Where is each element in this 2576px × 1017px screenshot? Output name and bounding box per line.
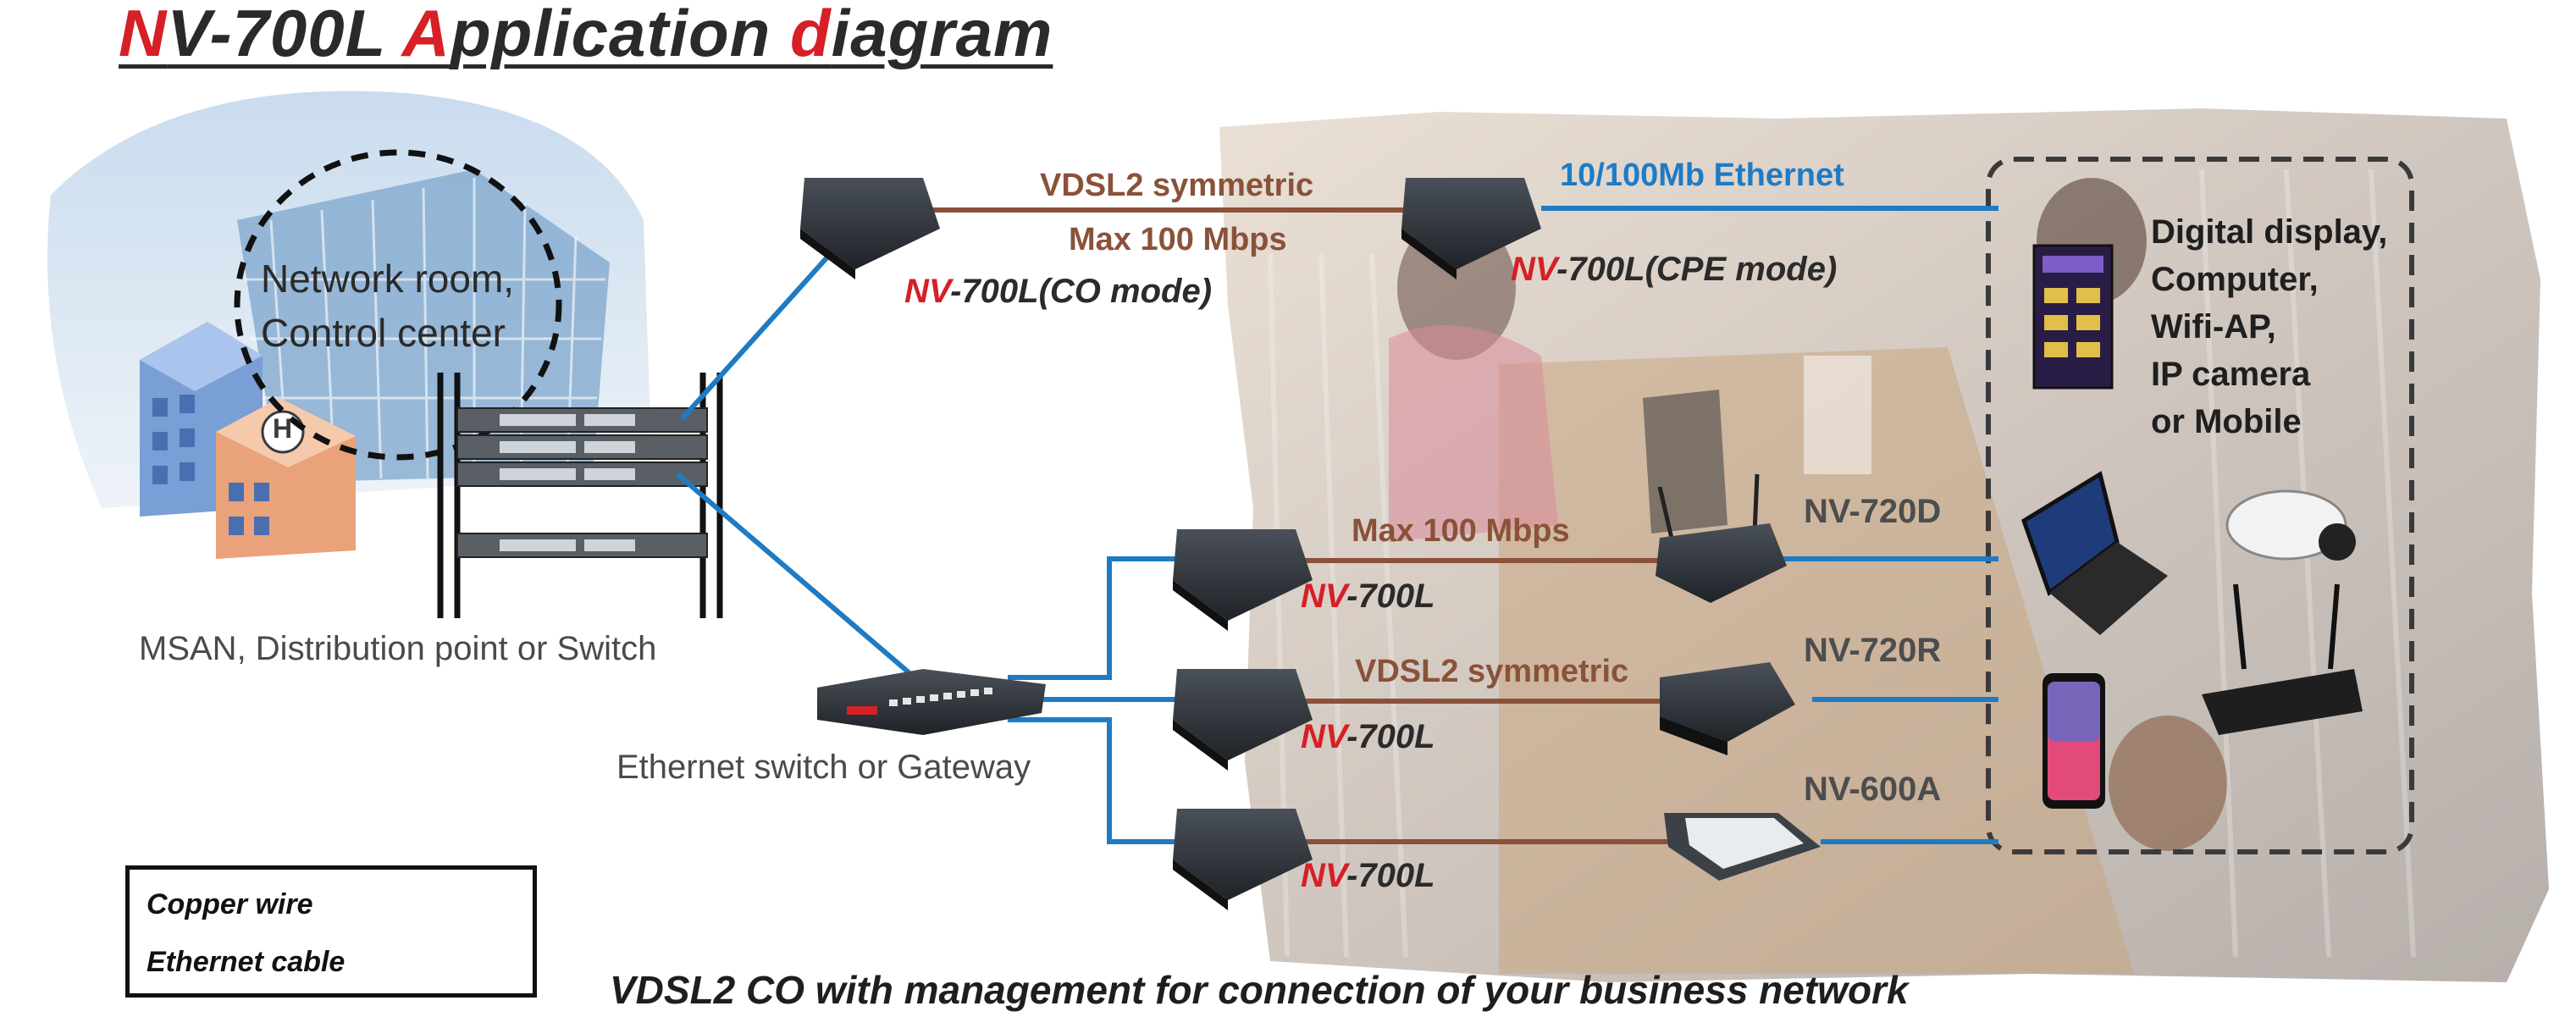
lower-vdsl-label: VDSL2 symmetric [1355,654,1629,689]
ethernet-switch [817,669,1046,735]
building-illustration [47,91,723,618]
footer-caption: VDSL2 CO with management for connection … [610,968,1909,1012]
office-photo-backdrop [1219,108,2549,982]
switch-label: Ethernet switch or Gateway [616,749,1031,786]
co-device-label: NV-700L [1301,857,1435,894]
client-type: or Mobile [2151,403,2302,440]
network-room-label: Network room, [261,257,515,301]
ethernet-speed-label: 10/100Mb Ethernet [1560,158,1844,193]
msan-label: MSAN, Distribution point or Switch [139,630,657,667]
legend: Copper wire Ethernet cable [125,865,537,998]
device-cpe-top [1401,178,1541,279]
device-nv720r [1660,662,1795,755]
control-center-label: Control center [261,311,506,355]
co-mode-label: NV-700L(CO mode) [904,273,1213,310]
top-vdsl-label: VDSL2 symmetric [1040,168,1314,203]
client-devices [2020,244,2363,809]
helipad-badge: H [273,413,293,444]
device-co-1 [1173,529,1313,631]
client-type: Computer, [2151,261,2319,298]
page-title: NV-700L Application diagram [119,0,1053,70]
lower-speed-label: Max 100 Mbps [1352,513,1570,549]
device-co-3 [1173,809,1313,910]
client-type: Wifi-AP, [2151,308,2276,345]
ethernet-cables [676,206,1998,844]
client-type: Digital display, [2151,213,2388,251]
co-device-label: NV-700L [1301,578,1435,615]
cpe-mode-label: NV-700L(CPE mode) [1511,251,1838,288]
co-device-label: NV-700L [1301,718,1435,755]
copper-wires [931,207,1668,844]
device-nv600a [1664,813,1821,881]
client-types-list: Digital display, Computer, Wifi-AP, IP c… [2151,208,2387,445]
legend-copper-label: Copper wire [146,888,313,920]
cpe-model-label: NV-720R [1804,632,1942,669]
cpe-model-label: NV-720D [1804,493,1942,530]
device-nv720d [1656,473,1787,603]
client-type: IP camera [2151,356,2311,393]
device-co-top [800,178,940,279]
legend-ethernet-label: Ethernet cable [146,946,345,978]
top-speed-label: Max 100 Mbps [1069,222,1287,257]
device-co-2 [1173,669,1313,771]
cpe-model-label: NV-600A [1804,771,1942,808]
